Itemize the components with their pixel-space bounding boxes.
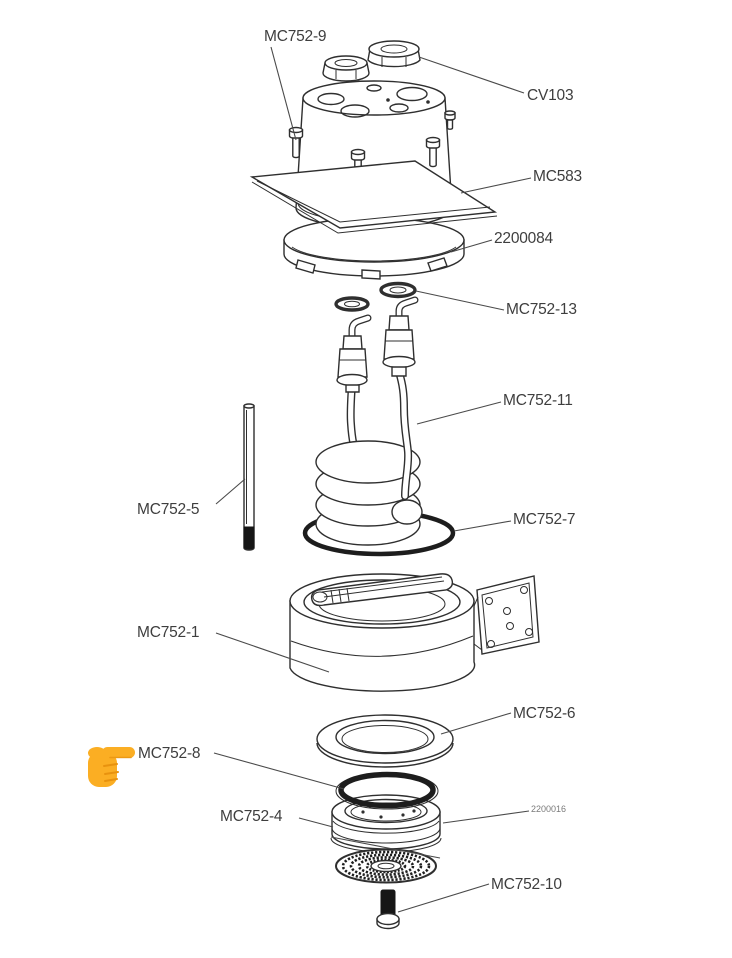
part-label-2200084: 2200084: [494, 230, 553, 247]
ring-nut: [316, 714, 454, 768]
part-label-mc752-6: MC752-6: [513, 705, 576, 722]
nut-cv103: [367, 40, 421, 68]
part-label-mc752-4: MC752-4: [220, 808, 283, 825]
part-label-2200016: 2200016: [531, 804, 567, 814]
part-label-mc752-7: MC752-7: [513, 511, 576, 528]
pointing-finger-icon: [88, 747, 135, 787]
group-head-bracket: [473, 575, 540, 655]
part-label-mc752-13: MC752-13: [506, 301, 577, 318]
heating-element: [315, 296, 423, 546]
shower-screen: [335, 848, 437, 884]
part-label-mc752-8: MC752-8: [138, 745, 201, 762]
part-label-cv103: CV103: [527, 87, 574, 104]
terminal-gaskets: [334, 281, 417, 312]
part-label-mc752-9: MC752-9: [264, 28, 327, 45]
base-flange-2200084: [283, 217, 465, 280]
part-label-mc752-11: MC752-11: [503, 392, 573, 409]
part-label-mc752-5: MC752-5: [137, 501, 200, 518]
group-head-body: [289, 573, 476, 692]
leader-lines: [213, 46, 532, 913]
mounting-plate-mc583: [249, 160, 498, 234]
nut-small: [322, 55, 370, 82]
part-label-mc752-1: MC752-1: [137, 624, 200, 641]
group-gasket-o-ring: [335, 771, 439, 810]
part-label-mc752-10: MC752-10: [491, 876, 562, 893]
part-label-mc583: MC583: [533, 168, 582, 185]
rod-part: [243, 403, 255, 551]
screw-part: [376, 889, 400, 930]
